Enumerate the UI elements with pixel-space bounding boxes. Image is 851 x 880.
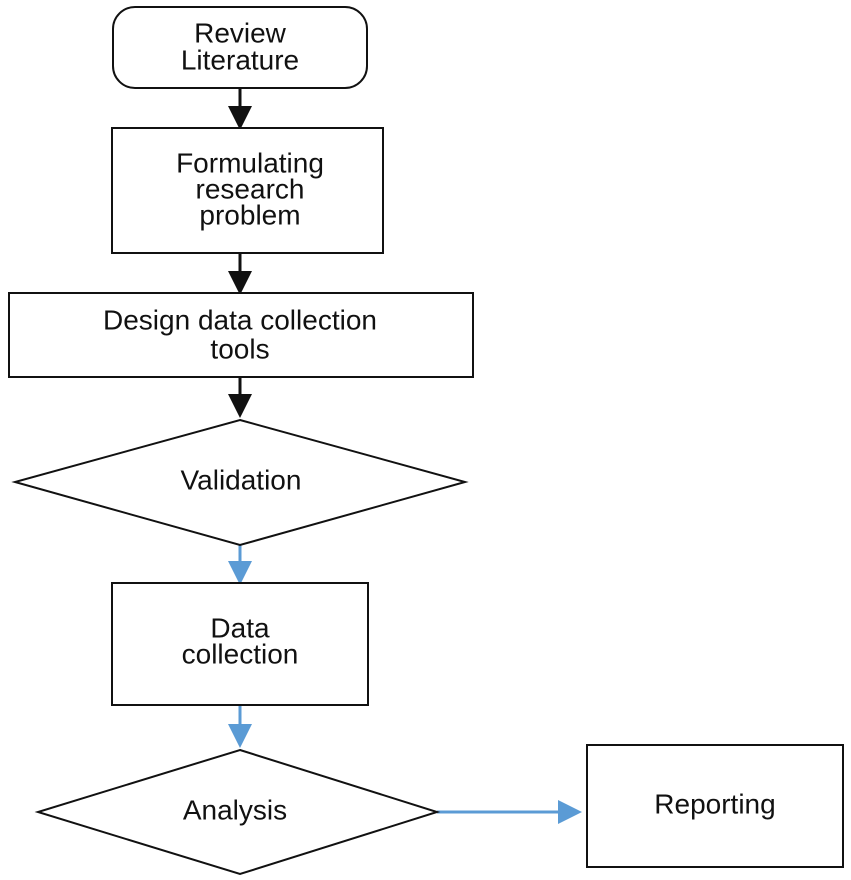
- node-analysis: Analysis: [34, 748, 441, 876]
- node-formulating-line-3: problem: [199, 199, 300, 230]
- node-validation-label: Validation: [181, 464, 302, 495]
- node-data-collection-line-2: collection: [182, 638, 299, 669]
- node-review-literature-line-2: Literature: [181, 44, 299, 75]
- node-validation: Validation: [11, 418, 469, 547]
- node-analysis-label: Analysis: [183, 794, 287, 825]
- node-formulating-line-1: Formulating: [176, 147, 324, 178]
- node-review-literature-line-1: Review: [194, 17, 287, 48]
- node-data-collection: Data collection: [111, 582, 369, 706]
- node-formulating-line-2: research: [196, 173, 305, 204]
- node-formulating-research-problem: Formulating research problem: [111, 127, 384, 254]
- node-design-data-collection-tools: Design data collection tools: [8, 292, 474, 378]
- node-reporting-label: Reporting: [654, 788, 775, 819]
- node-review-literature: Review Literature: [112, 6, 368, 89]
- node-reporting: Reporting: [586, 744, 844, 868]
- node-data-collection-line-1: Data: [210, 612, 270, 643]
- node-design-line-1: Design data collection: [103, 304, 377, 335]
- node-design-line-2: tools: [210, 333, 269, 364]
